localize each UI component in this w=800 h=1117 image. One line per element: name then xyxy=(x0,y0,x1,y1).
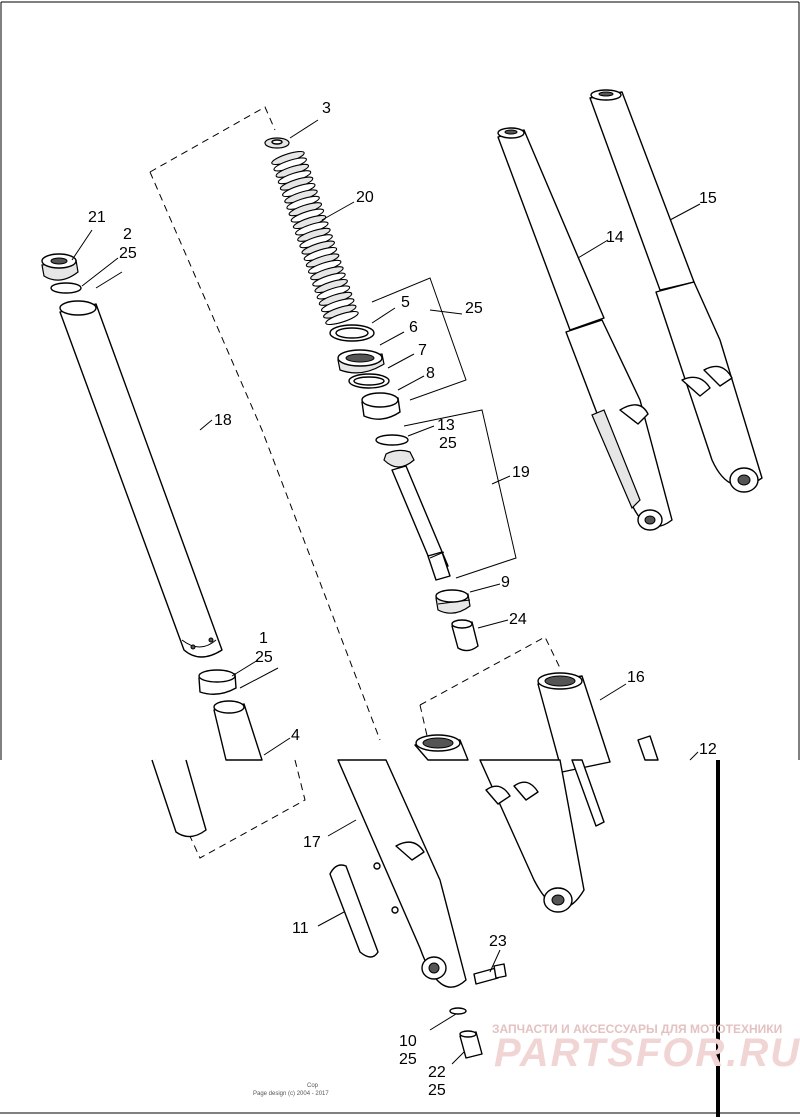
part-18-fork-tube xyxy=(59,300,223,658)
callout-13: 13 xyxy=(437,417,455,434)
callout-20: 20 xyxy=(356,189,374,206)
part-24-oil-lock xyxy=(451,619,479,652)
callout-25-e: 25 xyxy=(399,1051,417,1068)
part-15-fork-assembly xyxy=(589,89,763,493)
callout-25-f: 25 xyxy=(428,1082,446,1099)
part-7-retaining-ring xyxy=(348,373,390,389)
callout-18: 18 xyxy=(214,412,232,429)
callout-3: 3 xyxy=(322,100,331,117)
part-2-o-ring xyxy=(50,282,82,294)
part-22-drain-bolt xyxy=(459,1030,483,1059)
callout-7: 7 xyxy=(418,342,427,359)
callout-1: 1 xyxy=(259,630,268,647)
callout-25-a: 25 xyxy=(119,245,137,262)
callout-12: 12 xyxy=(699,741,717,758)
part-4-tube xyxy=(213,700,263,761)
lower-fork-leg-middle xyxy=(414,734,585,913)
part-20-spring xyxy=(271,150,359,326)
lower-tube-segment xyxy=(151,759,207,838)
callout-10: 10 xyxy=(399,1033,417,1050)
callout-4: 4 xyxy=(291,727,300,744)
callout-23: 23 xyxy=(489,933,507,950)
part-17-lower-leg xyxy=(337,759,467,988)
footer-page-design: Page design (c) 2004 - 2017 xyxy=(253,1091,329,1097)
part-21-fork-cap xyxy=(41,253,79,281)
callout-22: 22 xyxy=(428,1064,446,1081)
part-11-reflector xyxy=(329,864,379,958)
dashed-assembly-lines xyxy=(149,106,561,859)
callout-2: 2 xyxy=(123,226,132,243)
part-1-bushing xyxy=(198,669,237,695)
callout-25-b: 25 xyxy=(255,649,273,666)
callout-25-d: 25 xyxy=(439,435,457,452)
part-6-oil-seal xyxy=(337,349,385,374)
watermark-tagline: ЗАПЧАСТИ И АКСЕССУАРЫ ДЛЯ МОТОТЕХНИКИ xyxy=(492,1022,782,1036)
callout-19: 19 xyxy=(512,464,530,481)
part-16-fork-slider xyxy=(537,672,611,773)
callout-9: 9 xyxy=(501,574,510,591)
footer-copyright: Cop xyxy=(307,1083,319,1089)
callout-6: 6 xyxy=(409,319,418,336)
part-13-ring xyxy=(375,434,409,446)
callout-21: 21 xyxy=(88,209,106,226)
leader-lines xyxy=(71,119,701,1065)
callout-14: 14 xyxy=(606,229,624,246)
callout-11: 11 xyxy=(292,920,309,937)
part-3-washer xyxy=(264,137,290,149)
watermark: ЗАПЧАСТИ И АКСЕССУАРЫ ДЛЯ МОТОТЕХНИКИ PA… xyxy=(492,1022,800,1075)
part-9-rebound-spring xyxy=(435,589,471,614)
part-10-washer xyxy=(449,1007,467,1015)
callout-25-c: 25 xyxy=(465,300,483,317)
callout-17: 17 xyxy=(303,834,321,851)
part-8-bushing xyxy=(361,392,401,420)
part-14-fork-assembly xyxy=(497,127,673,531)
callout-24: 24 xyxy=(509,611,527,628)
part-12-reflector xyxy=(571,735,659,827)
callout-5: 5 xyxy=(401,294,410,311)
part-5-washer xyxy=(329,324,375,342)
part-19-damper-rod xyxy=(383,449,451,581)
spring-coil xyxy=(325,310,359,326)
part-23-axle-bolt xyxy=(473,963,507,985)
callout-8: 8 xyxy=(426,365,435,382)
callout-15: 15 xyxy=(699,190,717,207)
footer: Cop Page design (c) 2004 - 2017 xyxy=(253,1083,329,1097)
watermark-brand: PARTSFOR.RU xyxy=(494,1031,800,1075)
callout-labels: 3 20 21 2 25 18 1 25 4 5 25 6 7 8 13 25 … xyxy=(88,100,717,1099)
callout-16: 16 xyxy=(627,669,645,686)
